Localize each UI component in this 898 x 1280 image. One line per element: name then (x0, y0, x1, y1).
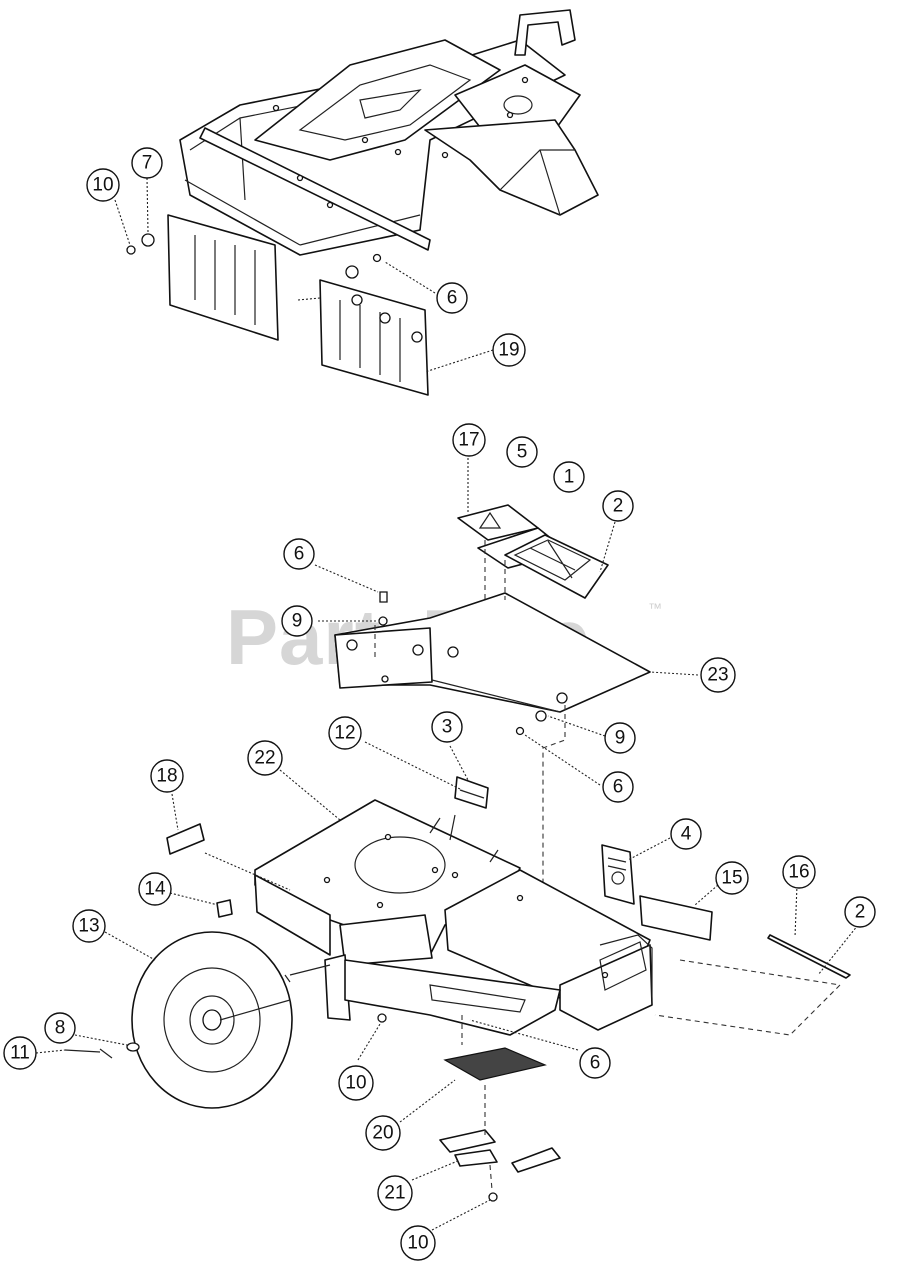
decal-15 (639, 895, 713, 941)
nut-10-lower-left (377, 1013, 387, 1023)
callout-4: 4 (670, 818, 702, 850)
callout-2-bottom: 2 (844, 896, 876, 928)
nut-10-top (126, 245, 136, 255)
decal-17 (457, 504, 539, 541)
brackets-21 (439, 1129, 561, 1173)
callout-16: 16 (782, 855, 816, 889)
svg-text:21: 21 (384, 1183, 405, 1204)
bolt-6-top (372, 253, 382, 263)
svg-text:11: 11 (10, 1043, 30, 1064)
decal-2-top (477, 527, 609, 599)
svg-text:10: 10 (407, 1233, 428, 1254)
callout-17: 17 (452, 423, 486, 457)
callout-20: 20 (365, 1115, 401, 1151)
svg-text:14: 14 (144, 879, 166, 900)
callout-23: 23 (700, 657, 736, 693)
callout-2-top: 2 (602, 490, 634, 522)
pin-11 (64, 1048, 113, 1059)
callout-18: 18 (150, 759, 184, 793)
nut-10-bottom (488, 1192, 498, 1202)
svg-text:4: 4 (681, 824, 692, 845)
screen-20 (443, 1047, 547, 1081)
callout-21: 21 (377, 1175, 413, 1211)
cover-plate-23 (334, 592, 651, 713)
svg-text:6: 6 (447, 288, 458, 309)
callout-22: 22 (247, 740, 283, 776)
svg-text:6: 6 (294, 544, 305, 565)
svg-text:5: 5 (517, 442, 528, 463)
svg-text:8: 8 (55, 1018, 66, 1039)
lower-frame-22 (254, 799, 653, 1036)
callout-9-right: 9 (604, 722, 636, 754)
decal-18 (166, 823, 205, 855)
upper-frame-assembly (179, 9, 599, 256)
watermark-trademark: ™ (648, 600, 662, 616)
leader-lines (35, 177, 859, 1231)
washer-8 (126, 1042, 140, 1052)
svg-text:6: 6 (590, 1053, 601, 1074)
svg-text:22: 22 (254, 748, 275, 769)
washer-7 (141, 233, 155, 247)
callout-13: 13 (72, 909, 106, 943)
callout-11: 11 (3, 1036, 37, 1070)
guide-line-f (484, 1085, 493, 1191)
svg-text:18: 18 (156, 766, 177, 787)
svg-text:10: 10 (345, 1073, 366, 1094)
decal-4 (601, 844, 635, 905)
decal-2-bottom (654, 959, 842, 1036)
svg-text:20: 20 (372, 1123, 393, 1144)
svg-text:10: 10 (92, 175, 113, 196)
callout-5: 5 (506, 436, 538, 468)
callout-6-mid: 6 (283, 538, 315, 570)
hardware-6-9-upper (378, 591, 388, 626)
svg-text:6: 6 (613, 777, 624, 798)
callout-10-lower: 10 (338, 1065, 374, 1101)
svg-text:7: 7 (142, 153, 153, 174)
callout-8: 8 (44, 1012, 76, 1044)
svg-text:17: 17 (458, 430, 479, 451)
washer-6-top (345, 265, 359, 279)
svg-text:2: 2 (855, 902, 866, 923)
svg-text:13: 13 (78, 916, 99, 937)
hardware-9-6-right (515, 710, 547, 736)
callout-19: 19 (492, 333, 526, 367)
svg-text:12: 12 (334, 723, 355, 744)
decal-14 (216, 899, 233, 918)
svg-text:16: 16 (788, 862, 809, 883)
rubber-flap-left (167, 214, 279, 341)
svg-text:3: 3 (442, 717, 453, 738)
callout-6-lower: 6 (579, 1047, 611, 1079)
wheel-13 (131, 931, 293, 1109)
guide-line-c (542, 705, 566, 1010)
rubber-flap-right (319, 279, 429, 396)
callout-10-top: 10 (86, 168, 120, 202)
callout-14: 14 (138, 872, 172, 906)
callout-3: 3 (431, 711, 463, 743)
svg-text:2: 2 (613, 496, 624, 517)
callout-12: 12 (328, 716, 362, 750)
svg-text:9: 9 (292, 611, 303, 632)
svg-text:15: 15 (721, 868, 742, 889)
callout-15: 15 (715, 861, 749, 895)
svg-text:1: 1 (564, 467, 575, 488)
svg-text:23: 23 (707, 665, 728, 686)
decal-16 (767, 934, 851, 979)
decal-3 (454, 776, 489, 809)
callout-7: 7 (131, 147, 163, 179)
callout-9-left: 9 (281, 605, 313, 637)
callout-6-right: 6 (602, 771, 634, 803)
svg-text:9: 9 (615, 728, 626, 749)
svg-text:19: 19 (498, 340, 519, 361)
callout-6-top: 6 (436, 282, 468, 314)
callout-1: 1 (553, 461, 585, 493)
callout-10-bottom: 10 (400, 1225, 436, 1261)
